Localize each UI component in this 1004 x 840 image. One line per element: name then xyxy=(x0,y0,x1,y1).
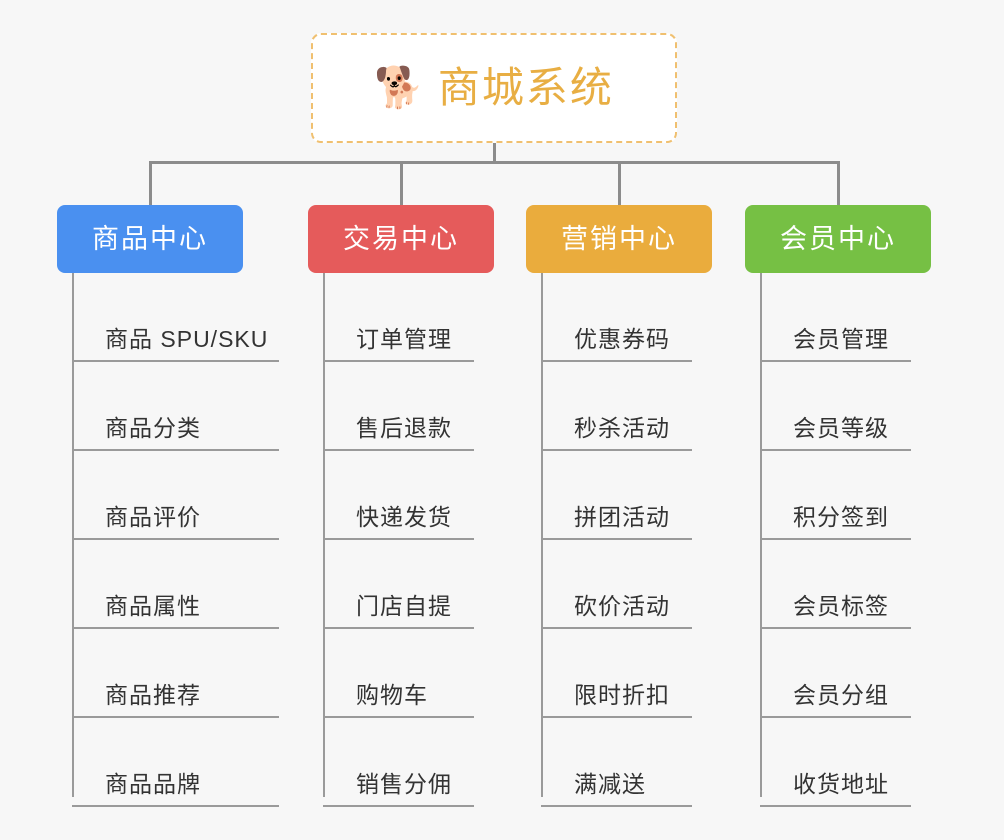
leaf-item[interactable]: 秒杀活动 xyxy=(526,362,712,451)
leaf-item[interactable]: 商品品牌 xyxy=(57,718,279,807)
leaf-label: 会员标签 xyxy=(760,595,911,629)
category-label: 会员中心 xyxy=(780,223,896,254)
leaf-label: 快递发货 xyxy=(323,506,474,540)
leaf-label: 拼团活动 xyxy=(541,506,692,540)
leaf-item[interactable]: 优惠券码 xyxy=(526,273,712,362)
leaf-item[interactable]: 拼团活动 xyxy=(526,451,712,540)
leaf-label: 商品分类 xyxy=(72,417,279,451)
leaf-list-member-center: 会员管理 会员等级 积分签到 会员标签 会员分组 收货地址 xyxy=(745,273,931,807)
category-box-member-center[interactable]: 会员中心 xyxy=(745,205,931,273)
leaf-label: 门店自提 xyxy=(323,595,474,629)
leaf-item[interactable]: 商品属性 xyxy=(57,540,279,629)
leaf-item[interactable]: 订单管理 xyxy=(308,273,494,362)
leaf-label: 秒杀活动 xyxy=(541,417,692,451)
leaf-label: 商品品牌 xyxy=(72,773,279,807)
leaf-item[interactable]: 门店自提 xyxy=(308,540,494,629)
connector-horizontal-bus xyxy=(149,161,840,164)
leaf-label: 商品属性 xyxy=(72,595,279,629)
shiba-dog-face-icon: 🐕 xyxy=(374,66,424,110)
leaf-item[interactable]: 限时折扣 xyxy=(526,629,712,718)
leaf-item[interactable]: 商品 SPU/SKU xyxy=(57,273,279,362)
leaf-spine xyxy=(541,273,543,797)
category-box-trade-center[interactable]: 交易中心 xyxy=(308,205,494,273)
leaf-item[interactable]: 商品评价 xyxy=(57,451,279,540)
leaf-spine xyxy=(72,273,74,797)
leaf-item[interactable]: 销售分佣 xyxy=(308,718,494,807)
leaf-label: 收货地址 xyxy=(760,773,911,807)
leaf-label: 会员等级 xyxy=(760,417,911,451)
leaf-list-trade-center: 订单管理 售后退款 快递发货 门店自提 购物车 销售分佣 xyxy=(308,273,494,807)
connector-drop-3 xyxy=(618,161,621,205)
category-label: 营销中心 xyxy=(561,223,677,254)
leaf-item[interactable]: 商品分类 xyxy=(57,362,279,451)
leaf-label: 商品 SPU/SKU xyxy=(72,328,279,362)
leaf-item[interactable]: 会员分组 xyxy=(745,629,931,718)
connector-drop-2 xyxy=(400,161,403,205)
leaf-item[interactable]: 会员等级 xyxy=(745,362,931,451)
leaf-item[interactable]: 砍价活动 xyxy=(526,540,712,629)
leaf-item[interactable]: 收货地址 xyxy=(745,718,931,807)
leaf-item[interactable]: 会员管理 xyxy=(745,273,931,362)
root-title: 商城系统 xyxy=(437,64,614,111)
leaf-label: 限时折扣 xyxy=(541,684,692,718)
leaf-label: 购物车 xyxy=(323,684,474,718)
leaf-item[interactable]: 购物车 xyxy=(308,629,494,718)
leaf-item[interactable]: 快递发货 xyxy=(308,451,494,540)
branch-member-center: 会员中心 会员管理 会员等级 积分签到 会员标签 会员分组 收货地址 xyxy=(745,205,931,807)
leaf-spine xyxy=(323,273,325,797)
leaf-item[interactable]: 售后退款 xyxy=(308,362,494,451)
connector-root-stem xyxy=(493,143,496,163)
branch-marketing-center: 营销中心 优惠券码 秒杀活动 拼团活动 砍价活动 限时折扣 满减送 xyxy=(526,205,712,807)
leaf-label: 商品推荐 xyxy=(72,684,279,718)
branch-product-center: 商品中心 商品 SPU/SKU 商品分类 商品评价 商品属性 商品推荐 商品品牌 xyxy=(57,205,279,807)
category-label: 商品中心 xyxy=(92,223,208,254)
leaf-label: 优惠券码 xyxy=(541,328,692,362)
connector-drop-1 xyxy=(149,161,152,205)
category-box-marketing-center[interactable]: 营销中心 xyxy=(526,205,712,273)
category-box-product-center[interactable]: 商品中心 xyxy=(57,205,243,273)
leaf-label: 会员管理 xyxy=(760,328,911,362)
leaf-label: 积分签到 xyxy=(760,506,911,540)
connector-drop-4 xyxy=(837,161,840,205)
root-node[interactable]: 🐕 商城系统 xyxy=(311,33,677,143)
leaf-label: 商品评价 xyxy=(72,506,279,540)
leaf-item[interactable]: 商品推荐 xyxy=(57,629,279,718)
leaf-label: 订单管理 xyxy=(323,328,474,362)
leaf-list-marketing-center: 优惠券码 秒杀活动 拼团活动 砍价活动 限时折扣 满减送 xyxy=(526,273,712,807)
leaf-item[interactable]: 满减送 xyxy=(526,718,712,807)
leaf-spine xyxy=(760,273,762,797)
leaf-label: 销售分佣 xyxy=(323,773,474,807)
leaf-label: 满减送 xyxy=(541,773,692,807)
leaf-item[interactable]: 会员标签 xyxy=(745,540,931,629)
leaf-label: 砍价活动 xyxy=(541,595,692,629)
category-label: 交易中心 xyxy=(343,223,459,254)
leaf-label: 售后退款 xyxy=(323,417,474,451)
branch-trade-center: 交易中心 订单管理 售后退款 快递发货 门店自提 购物车 销售分佣 xyxy=(308,205,494,807)
leaf-list-product-center: 商品 SPU/SKU 商品分类 商品评价 商品属性 商品推荐 商品品牌 xyxy=(57,273,279,807)
leaf-label: 会员分组 xyxy=(760,684,911,718)
leaf-item[interactable]: 积分签到 xyxy=(745,451,931,540)
